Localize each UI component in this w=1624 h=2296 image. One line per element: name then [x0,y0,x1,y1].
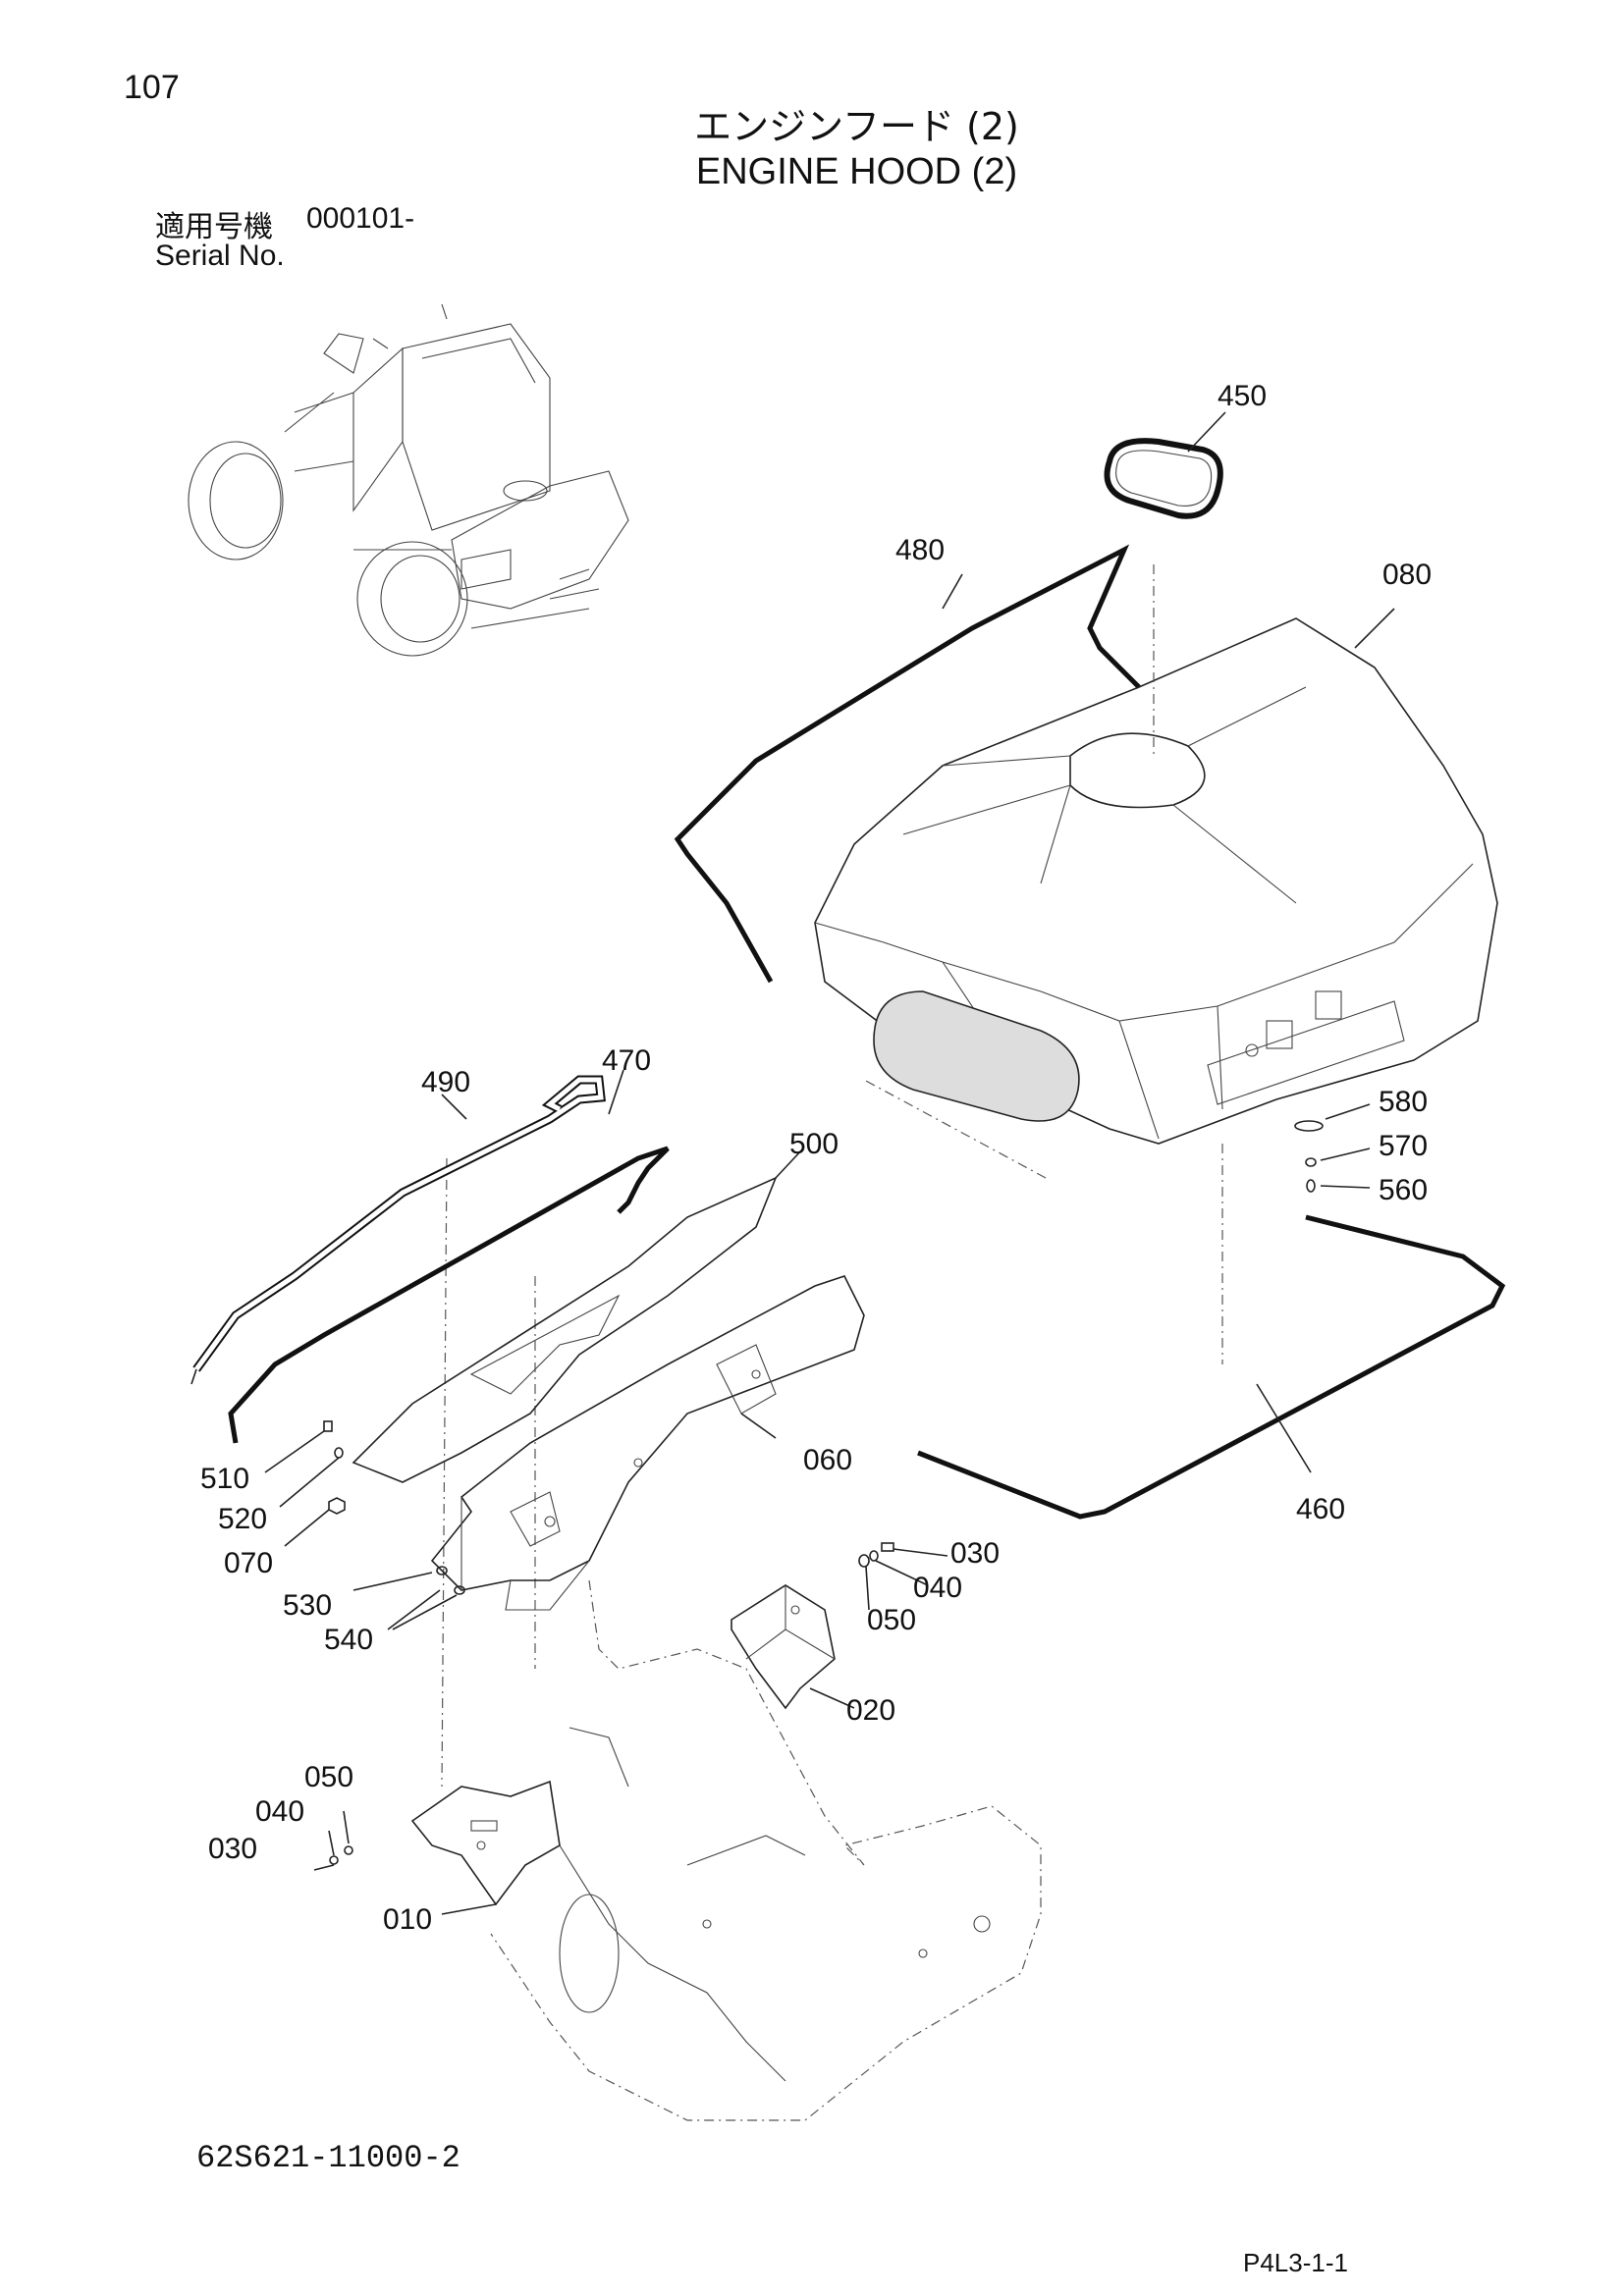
callout-020: 020 [846,1694,895,1727]
part-450-gasket-ring [1104,411,1226,519]
serial-label-english: Serial No. [155,240,285,272]
assembly-axis-lines [441,1079,1047,1788]
callout-530: 530 [283,1589,332,1622]
part-080-engine-hood [814,608,1498,1145]
drawing-number: 62S621-11000-2 [196,2140,460,2176]
part-470-seal [228,1069,670,1444]
machine-overview-illustration [188,303,629,657]
part-010-bracket-and-frame [313,1579,1042,2121]
callout-030-lower: 030 [208,1833,257,1865]
callout-570: 570 [1379,1130,1428,1162]
callout-070: 070 [224,1547,273,1579]
serial-label-japanese: 適用号機 [155,210,273,244]
part-490-rod [190,1075,606,1385]
page-code: P4L3-1-1 [1243,2248,1348,2277]
title-english: ENGINE HOOD (2) [695,151,1018,192]
callout-470: 470 [602,1044,651,1077]
callout-560: 560 [1379,1174,1428,1206]
callout-060: 060 [803,1444,852,1476]
callout-500: 500 [789,1128,839,1160]
callout-080: 080 [1382,559,1432,591]
part-060-main-bracket [430,1275,865,1611]
part-460-bottom-seal [917,1214,1506,1520]
page-number: 107 [124,69,180,106]
part-480-seal-strip [674,544,1141,984]
center-axis-line [1153,564,1223,1364]
title-japanese: エンジンフード (2) [694,105,1019,148]
callout-050-upper: 050 [867,1604,916,1636]
part-020-bracket [731,1542,948,1710]
serial-number-value: 000101- [306,202,415,235]
parts-580-570-560-fasteners [1294,1103,1371,1193]
part-500-cover-plate [352,1148,804,1483]
callout-520: 520 [218,1503,267,1535]
callout-040-upper: 040 [913,1572,962,1604]
callout-050-lower: 050 [304,1761,353,1793]
callout-540: 540 [324,1624,373,1656]
callout-580: 580 [1379,1086,1428,1118]
callout-460: 460 [1296,1493,1345,1525]
callout-040-lower: 040 [255,1795,304,1828]
callout-510: 510 [200,1463,249,1495]
callout-450: 450 [1218,380,1267,412]
parts-510-520-070-530-540-fasteners [264,1420,465,1630]
callout-490: 490 [421,1066,470,1098]
callout-480: 480 [895,534,945,566]
callout-010: 010 [383,1903,432,1936]
callout-030-upper: 030 [950,1537,1000,1570]
